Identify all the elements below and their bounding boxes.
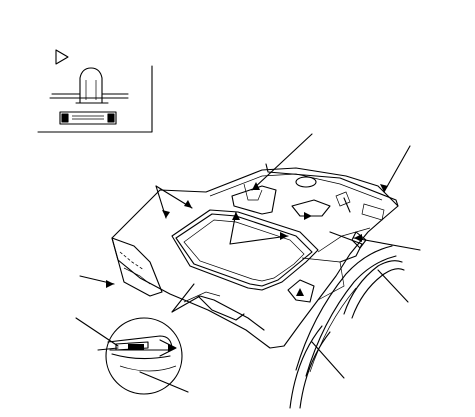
leader-line (383, 145, 411, 193)
clip-icon (128, 344, 144, 350)
leader-line (311, 341, 345, 379)
triangle-right-icon (55, 49, 69, 65)
magnifier-detail (97, 317, 183, 395)
arrow-icon (354, 234, 362, 242)
leader-line (251, 133, 313, 191)
arrow-markers (106, 182, 388, 352)
leader-line (139, 371, 189, 393)
leader-line (171, 283, 195, 313)
leader-line (75, 317, 119, 347)
inset-detail (37, 49, 153, 133)
arrow-icon (184, 200, 192, 208)
arrow-icon (296, 288, 304, 296)
clip-icon (49, 67, 129, 125)
inset-frame (37, 65, 153, 133)
leader-line (353, 237, 421, 251)
leader-line (377, 269, 409, 303)
arrow-icon (106, 280, 114, 288)
arrow-icon (162, 210, 170, 218)
headliner-panel (111, 163, 399, 349)
arrow-icon (252, 182, 260, 190)
side-moldings (289, 245, 405, 409)
arrow-icon (168, 344, 176, 352)
arrow-icon (304, 212, 312, 220)
arrow-icon (232, 212, 240, 220)
leader-line (229, 235, 289, 245)
arrow-icon (280, 232, 288, 240)
arrow-icon (380, 184, 388, 192)
